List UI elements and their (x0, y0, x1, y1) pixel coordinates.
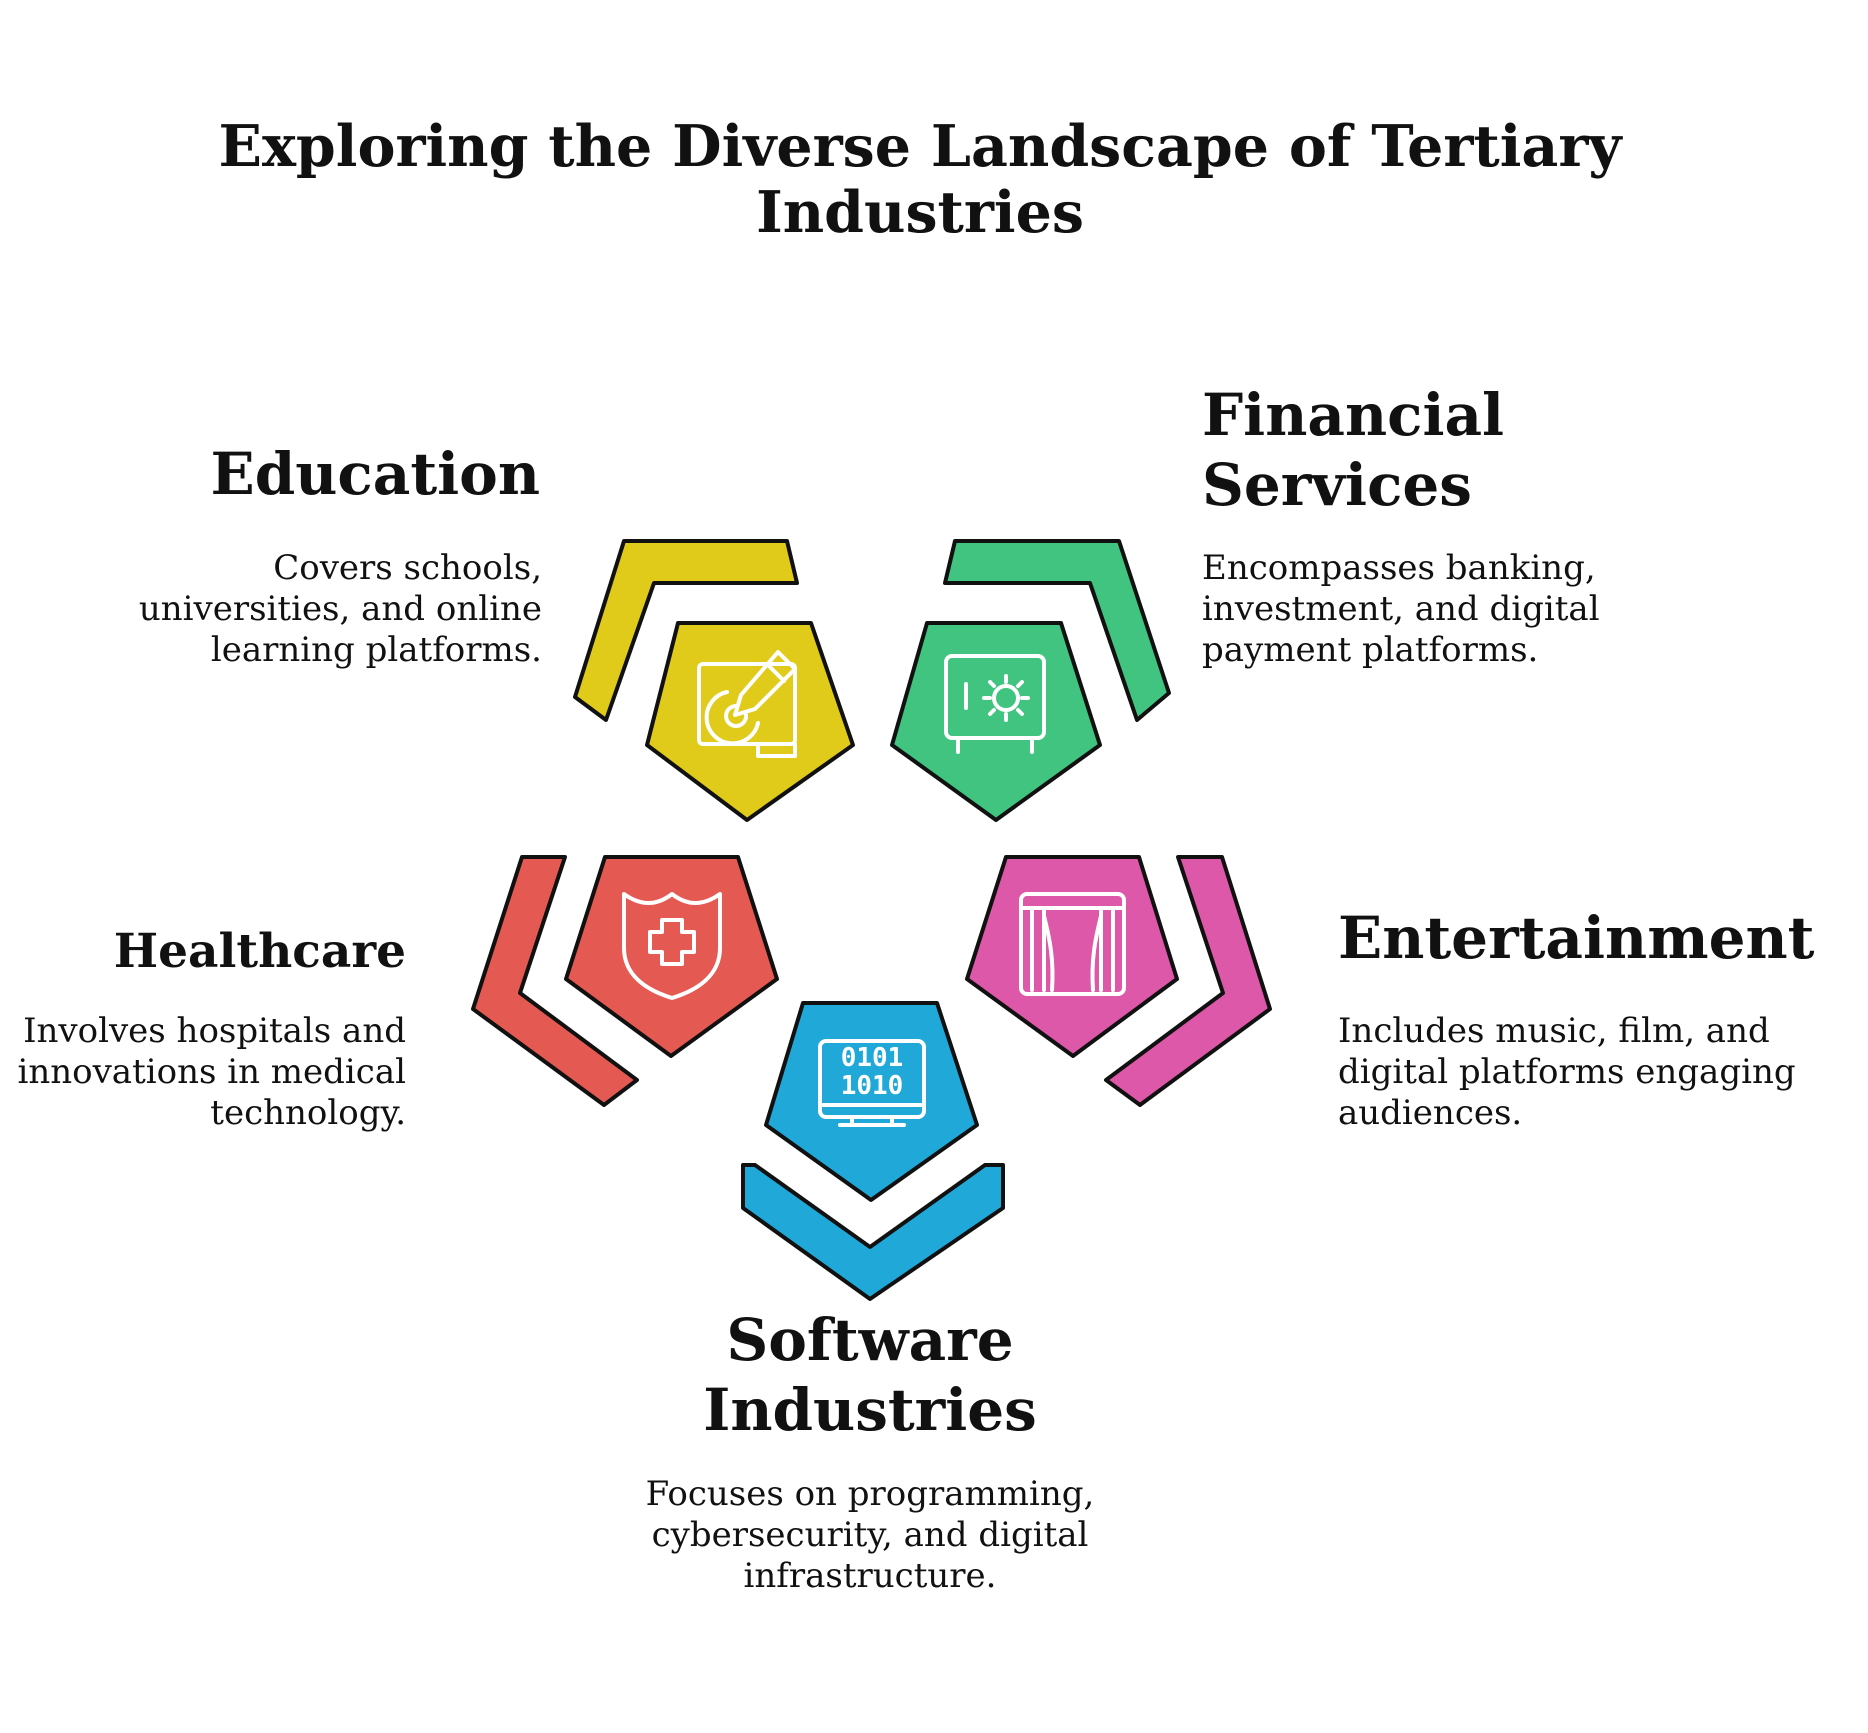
education-description: Covers schools, universities, and online… (138, 548, 542, 670)
financial-services-segment (890, 539, 1171, 822)
financial-services-description: Encompasses banking, investment, and dig… (1202, 548, 1600, 670)
financial-services-label: Financial Services (1202, 381, 1505, 519)
healthcare-segment (471, 855, 779, 1107)
education-label: Education (210, 440, 540, 508)
education-pentagon (645, 621, 855, 822)
healthcare-bracket (471, 855, 639, 1107)
binary-row-1: 0101 (841, 1043, 904, 1073)
tablet-pencil-icon (697, 650, 797, 758)
financial-services-bracket (943, 539, 1171, 722)
software-industries-bracket (741, 1163, 1005, 1301)
healthcare-label: Healthcare (113, 924, 406, 979)
software-industries-label: Software Industries (703, 1306, 1037, 1444)
entertainment-pentagon (965, 855, 1179, 1058)
diagram-title: Exploring the Diverse Landscape of Terti… (218, 113, 1622, 246)
entertainment-bracket (1104, 855, 1272, 1107)
healthcare-pentagon (564, 855, 779, 1058)
education-segment (573, 539, 855, 822)
entertainment-label: Entertainment (1338, 904, 1815, 972)
healthcare-description: Involves hospitals and innovations in me… (17, 1011, 406, 1133)
safe-icon (944, 654, 1046, 754)
software-industries-pentagon (764, 1001, 979, 1202)
binary-row-2: 1010 (841, 1071, 904, 1101)
software-industries-description: Focuses on programming, cybersecurity, a… (645, 1474, 1095, 1596)
entertainment-description: Includes music, film, and digital platfo… (1338, 1011, 1796, 1133)
theater-curtain-icon (1019, 892, 1126, 996)
medical-shield-icon (622, 892, 722, 1000)
binary-monitor-icon: 0101 1010 (818, 1039, 926, 1127)
financial-services-pentagon (890, 621, 1102, 822)
education-bracket (573, 539, 799, 722)
